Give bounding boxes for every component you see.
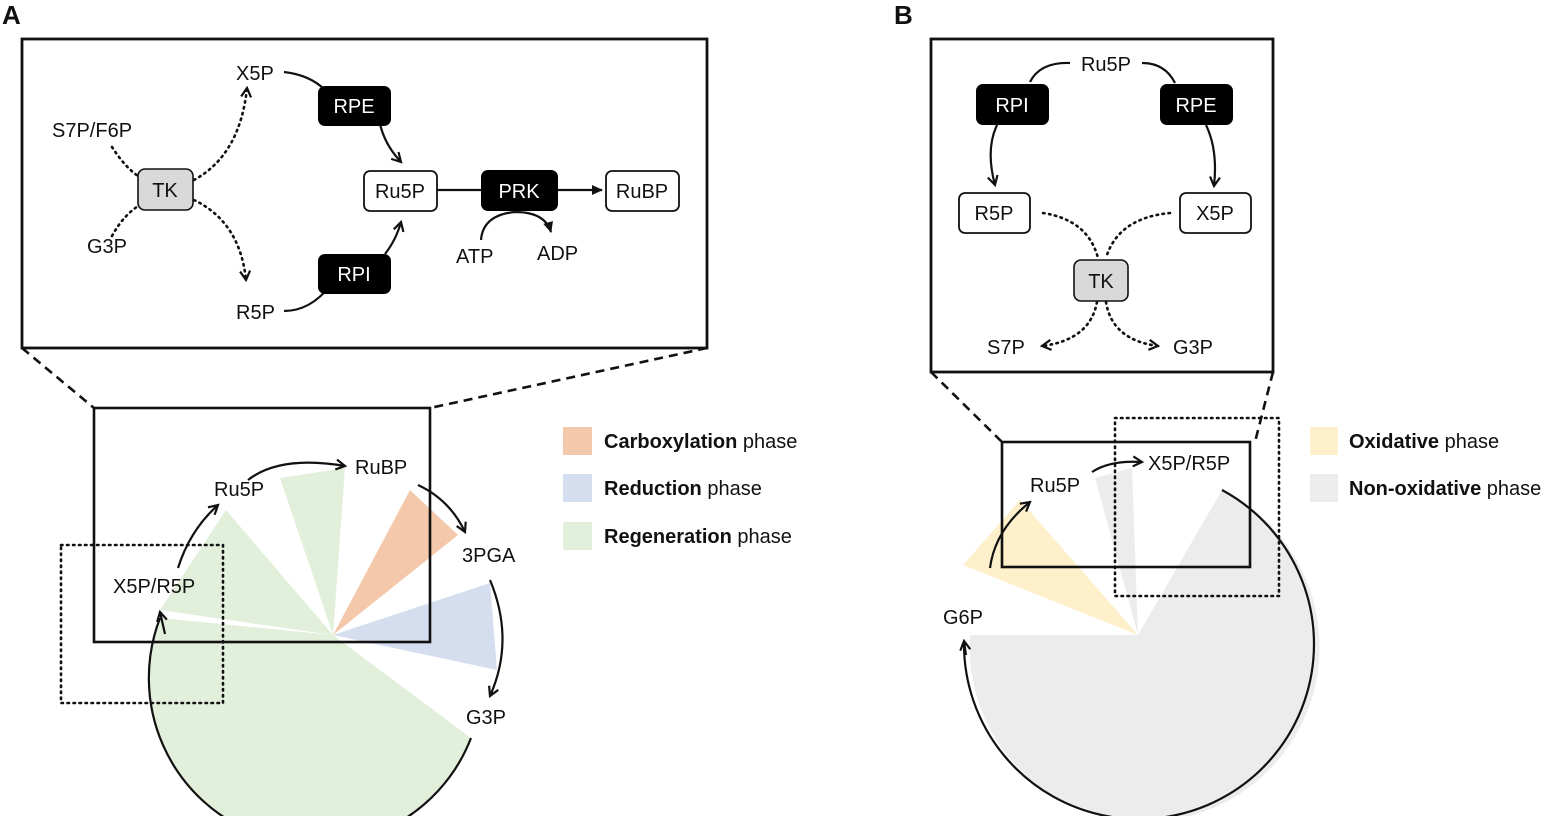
panel-b-ru5p-to-rpi — [1029, 61, 1071, 83]
panel-b-rpi-enzyme — [976, 84, 1049, 125]
panel-a-cycle-g3p: G3P — [466, 707, 506, 729]
panel-a-rubp-box — [605, 170, 680, 212]
panel-a-r5p: R5P — [236, 302, 275, 324]
panel-b-cycle-g6p: G6P — [943, 607, 983, 629]
panel-a-rpe-to-ru5p — [378, 123, 401, 162]
panel-a-arrow-to-3pga — [417, 484, 465, 532]
panel-b-detail-box — [929, 37, 1275, 374]
panel-a-x5p-to-rpe — [283, 70, 326, 91]
panel-b-ru5p: Ru5P — [1081, 54, 1131, 76]
panel-b-zoom-connector-right — [1253, 371, 1275, 443]
panel-a-tk-arrow-x5p — [192, 88, 247, 182]
panel-a-g3p: G3P — [87, 236, 127, 258]
panel-b-rpe-label: RPE — [1175, 95, 1216, 117]
panel-b-x5p-to-tk — [1104, 211, 1172, 260]
panel-a-ru5p-box — [363, 170, 438, 212]
panel-b-tk-enzyme — [1073, 259, 1129, 302]
panel-a-rpe-enzyme — [318, 86, 391, 126]
panel-b-x5p-box — [1179, 192, 1252, 234]
panel-b-highlight-frame — [1113, 416, 1281, 598]
panel-a-arrow-to-rubp — [247, 463, 345, 481]
panel-a-rubp: RuBP — [616, 181, 668, 203]
panel-b-cycle-x5p-r5p: X5P/R5P — [1148, 453, 1230, 475]
panel-a-tk-arrow-r5p — [192, 198, 246, 280]
panel-a-rpi-to-ru5p — [384, 222, 401, 255]
legend-swatch-non-oxidative — [1310, 474, 1338, 502]
panel-b-tk-label: TK — [1088, 271, 1114, 293]
panel-b-tk-to-s7p — [1042, 300, 1099, 346]
panel-a-cycle-rubp: RuBP — [355, 457, 407, 479]
panel-b-zoom-connector-left — [930, 371, 1003, 443]
panel-b-rpi-to-r5p — [991, 122, 999, 185]
panel-b-rpi-label: RPI — [995, 95, 1028, 117]
panel-b-cycle-arc — [962, 489, 1316, 816]
panel-b-r5p: R5P — [975, 203, 1014, 225]
panel-a-cycle-ru5p: Ru5P — [214, 479, 264, 501]
legend-swatch-regeneration — [563, 522, 592, 550]
panel-b-legend: Oxidative phase Non-oxidative phase — [1310, 427, 1541, 502]
legend-swatch-reduction — [563, 474, 592, 502]
panel-a-arrow-to-x5p — [160, 612, 165, 635]
panel-a-cycle-x5p-r5p: X5P/R5P — [113, 576, 195, 598]
panel-a-arrow-to-ru5p — [176, 505, 218, 569]
panel-b-arrow-to-x5p-r5p — [1091, 462, 1142, 473]
panel-b-letter: B — [894, 0, 913, 30]
panel-a-ru5p: Ru5P — [375, 181, 425, 203]
panel-a-rpi-label: RPI — [337, 264, 370, 286]
panel-a-adp: ADP — [537, 243, 578, 265]
panel-a-rpi-enzyme — [318, 254, 391, 294]
legend-swatch-carboxylation — [563, 427, 592, 455]
panel-b-rpe-enzyme — [1160, 84, 1233, 125]
panel-b-cycle-ru5p: Ru5P — [1030, 475, 1080, 497]
panel-a-tk-enzyme — [137, 168, 194, 211]
panel-a-prk-label: PRK — [498, 181, 540, 203]
legend-item-oxidative: Oxidative phase — [1349, 431, 1499, 453]
panel-b-r5p-box — [958, 192, 1031, 234]
panel-a-cycle-wedges — [148, 468, 497, 816]
panel-a-x5p: X5P — [236, 63, 274, 85]
panel-a-zoom-frame — [92, 406, 432, 644]
panel-a-detail-box — [20, 37, 709, 350]
panel-a-arrow-to-g3p — [490, 579, 504, 696]
panel-a-letter: A — [2, 0, 21, 30]
panel-a-tk-label: TK — [152, 180, 178, 202]
panel-b-g3p: G3P — [1173, 337, 1213, 359]
panel-b-ru5p-to-rpe — [1141, 61, 1176, 84]
panel-a-atp-adp — [479, 210, 553, 241]
panel-b-x5p: X5P — [1196, 203, 1234, 225]
panel-b-tk-to-g3p — [1104, 300, 1158, 346]
legend-item-carboxylation: Carboxylation phase — [604, 431, 797, 453]
panel-b-s7p: S7P — [987, 337, 1025, 359]
panel-a-zoom-connector-right — [429, 346, 708, 410]
panel-a-highlight-frame — [59, 543, 225, 705]
panel-a-legend: Carboxylation phase Reduction phase Rege… — [563, 427, 797, 550]
legend-item-reduction: Reduction phase — [604, 478, 762, 500]
panel-a-zoom-connector-left — [21, 347, 95, 409]
panel-a-cycle-arc — [147, 617, 473, 816]
panel-b-arrow-to-g6p — [964, 641, 966, 656]
panel-a-atp: ATP — [456, 246, 493, 268]
legend-swatch-oxidative — [1310, 427, 1338, 455]
legend-item-non-oxidative: Non-oxidative phase — [1349, 478, 1541, 500]
panel-a-rpe-label: RPE — [333, 96, 374, 118]
panel-b-r5p-to-tk — [1041, 211, 1100, 260]
legend-item-regeneration: Regeneration phase — [604, 526, 792, 548]
panel-b-zoom-frame — [1000, 440, 1252, 569]
panel-a-prk-enzyme — [481, 170, 558, 211]
panel-a-cycle-3pga: 3PGA — [462, 545, 516, 567]
panel-a-s7p-f6p: S7P/F6P — [52, 120, 132, 142]
panel-b-rpe-to-x5p — [1205, 124, 1215, 186]
